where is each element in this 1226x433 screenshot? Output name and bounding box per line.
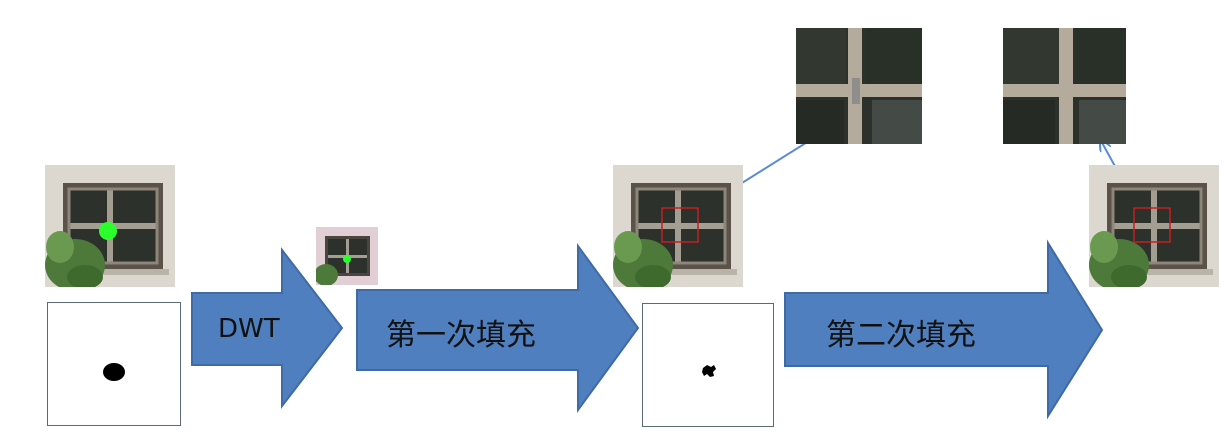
dwt-thumbnail-image — [316, 227, 378, 285]
first-fill-arrow — [356, 242, 640, 414]
mask-marker-green — [99, 222, 117, 240]
second-fill-zoom-image — [1003, 28, 1126, 144]
second-fill-label: 第二次填充 — [826, 318, 976, 353]
dwt-label: DWT — [218, 314, 280, 344]
dwt-arrow — [191, 247, 344, 409]
first-fill-window-image — [613, 165, 743, 287]
input-mask-blob — [103, 363, 125, 381]
second-fill-window-image — [1089, 165, 1219, 287]
highlight-rect-2 — [1133, 207, 1171, 243]
second-fill-arrow — [784, 239, 1104, 420]
input-window-image — [45, 165, 175, 287]
first-fill-mask-box — [642, 303, 774, 427]
input-mask-box — [47, 302, 181, 426]
highlight-rect-1 — [661, 207, 699, 243]
first-fill-label: 第一次填充 — [386, 318, 536, 353]
residual-mask-blob — [702, 365, 716, 377]
first-fill-zoom-image — [796, 28, 922, 144]
